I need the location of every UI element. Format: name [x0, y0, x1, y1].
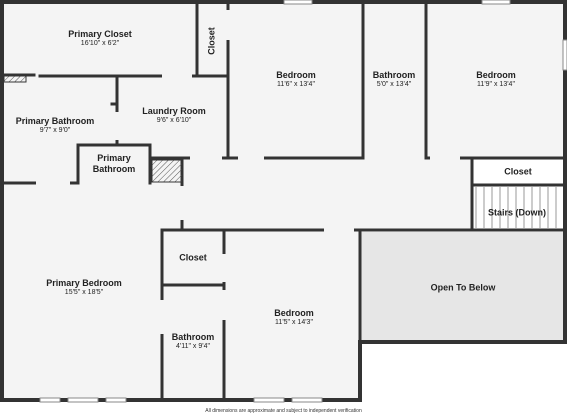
room-name-line-1: Primary	[97, 152, 131, 163]
room-name: Open To Below	[430, 282, 496, 293]
open-to-below-area	[359, 232, 563, 342]
room-closet-middle: Closet	[179, 252, 207, 263]
room-dimensions: 16'10" x 6'2"	[80, 40, 120, 48]
room-primary-bedroom: Primary Bedroom 15'5" x 18'5"	[46, 278, 122, 298]
room-primary-closet: Primary Closet 16'10" x 6'2"	[68, 29, 132, 49]
room-bedroom-1: Bedroom 11'6" x 13'4"	[276, 70, 316, 90]
room-name: Closet	[206, 27, 217, 55]
room-name: Bedroom	[276, 70, 316, 80]
room-name: Closet	[179, 252, 207, 263]
room-primary-bathroom-small: Primary Bathroom	[93, 153, 136, 176]
room-bedroom-3: Bedroom 11'5" x 14'3"	[274, 308, 314, 328]
disclaimer-text: All dimensions are approximate and subje…	[205, 408, 362, 414]
room-primary-bathroom: Primary Bathroom 9'7" x 9'0"	[16, 116, 95, 136]
room-bathroom-bottom: Bathroom 4'11" x 9'4"	[172, 332, 215, 352]
room-bathroom-top: Bathroom 5'0" x 13'4"	[373, 70, 416, 90]
room-name-line-2: Bathroom	[92, 164, 136, 174]
room-name: Primary Bathroom	[15, 116, 95, 126]
room-laundry-room: Laundry Room 9'6" x 6'10"	[142, 106, 206, 126]
room-name: Primary Closet	[68, 29, 132, 39]
room-dimensions: 9'6" x 6'10"	[156, 117, 192, 125]
room-dimensions: 11'9" x 13'4"	[477, 81, 515, 89]
room-dimensions: 15'5" x 18'5"	[64, 289, 104, 297]
room-name: Bedroom	[476, 70, 516, 80]
room-closet-top: Closet	[206, 27, 217, 55]
stairs-treads	[475, 187, 557, 228]
room-dimensions: 9'7" x 9'0"	[39, 127, 71, 135]
room-dimensions: 5'0" x 13'4"	[376, 81, 412, 89]
room-stairs: Stairs (Down)	[488, 207, 546, 218]
room-name: Stairs (Down)	[487, 207, 547, 218]
room-open-to-below: Open To Below	[431, 282, 496, 293]
room-closet-right: Closet	[504, 166, 532, 177]
room-dimensions: 4'11" x 9'4"	[176, 343, 210, 351]
room-name: Primary Bedroom	[46, 278, 122, 288]
room-bedroom-2: Bedroom 11'9" x 13'4"	[476, 70, 516, 90]
vent-hatch	[3, 75, 27, 83]
room-name: Bedroom	[274, 308, 314, 318]
windows	[39, 0, 567, 403]
room-name: Closet	[504, 166, 532, 177]
shaft-hatch	[151, 159, 183, 183]
room-name: Bathroom	[372, 70, 416, 80]
floor-area	[4, 4, 563, 398]
room-name: Laundry Room	[142, 106, 206, 116]
room-name: Bathroom	[171, 332, 215, 342]
room-dimensions: 11'5" x 14'3"	[275, 319, 313, 327]
openings	[36, 10, 460, 334]
room-dimensions: 11'6" x 13'4"	[277, 81, 315, 89]
